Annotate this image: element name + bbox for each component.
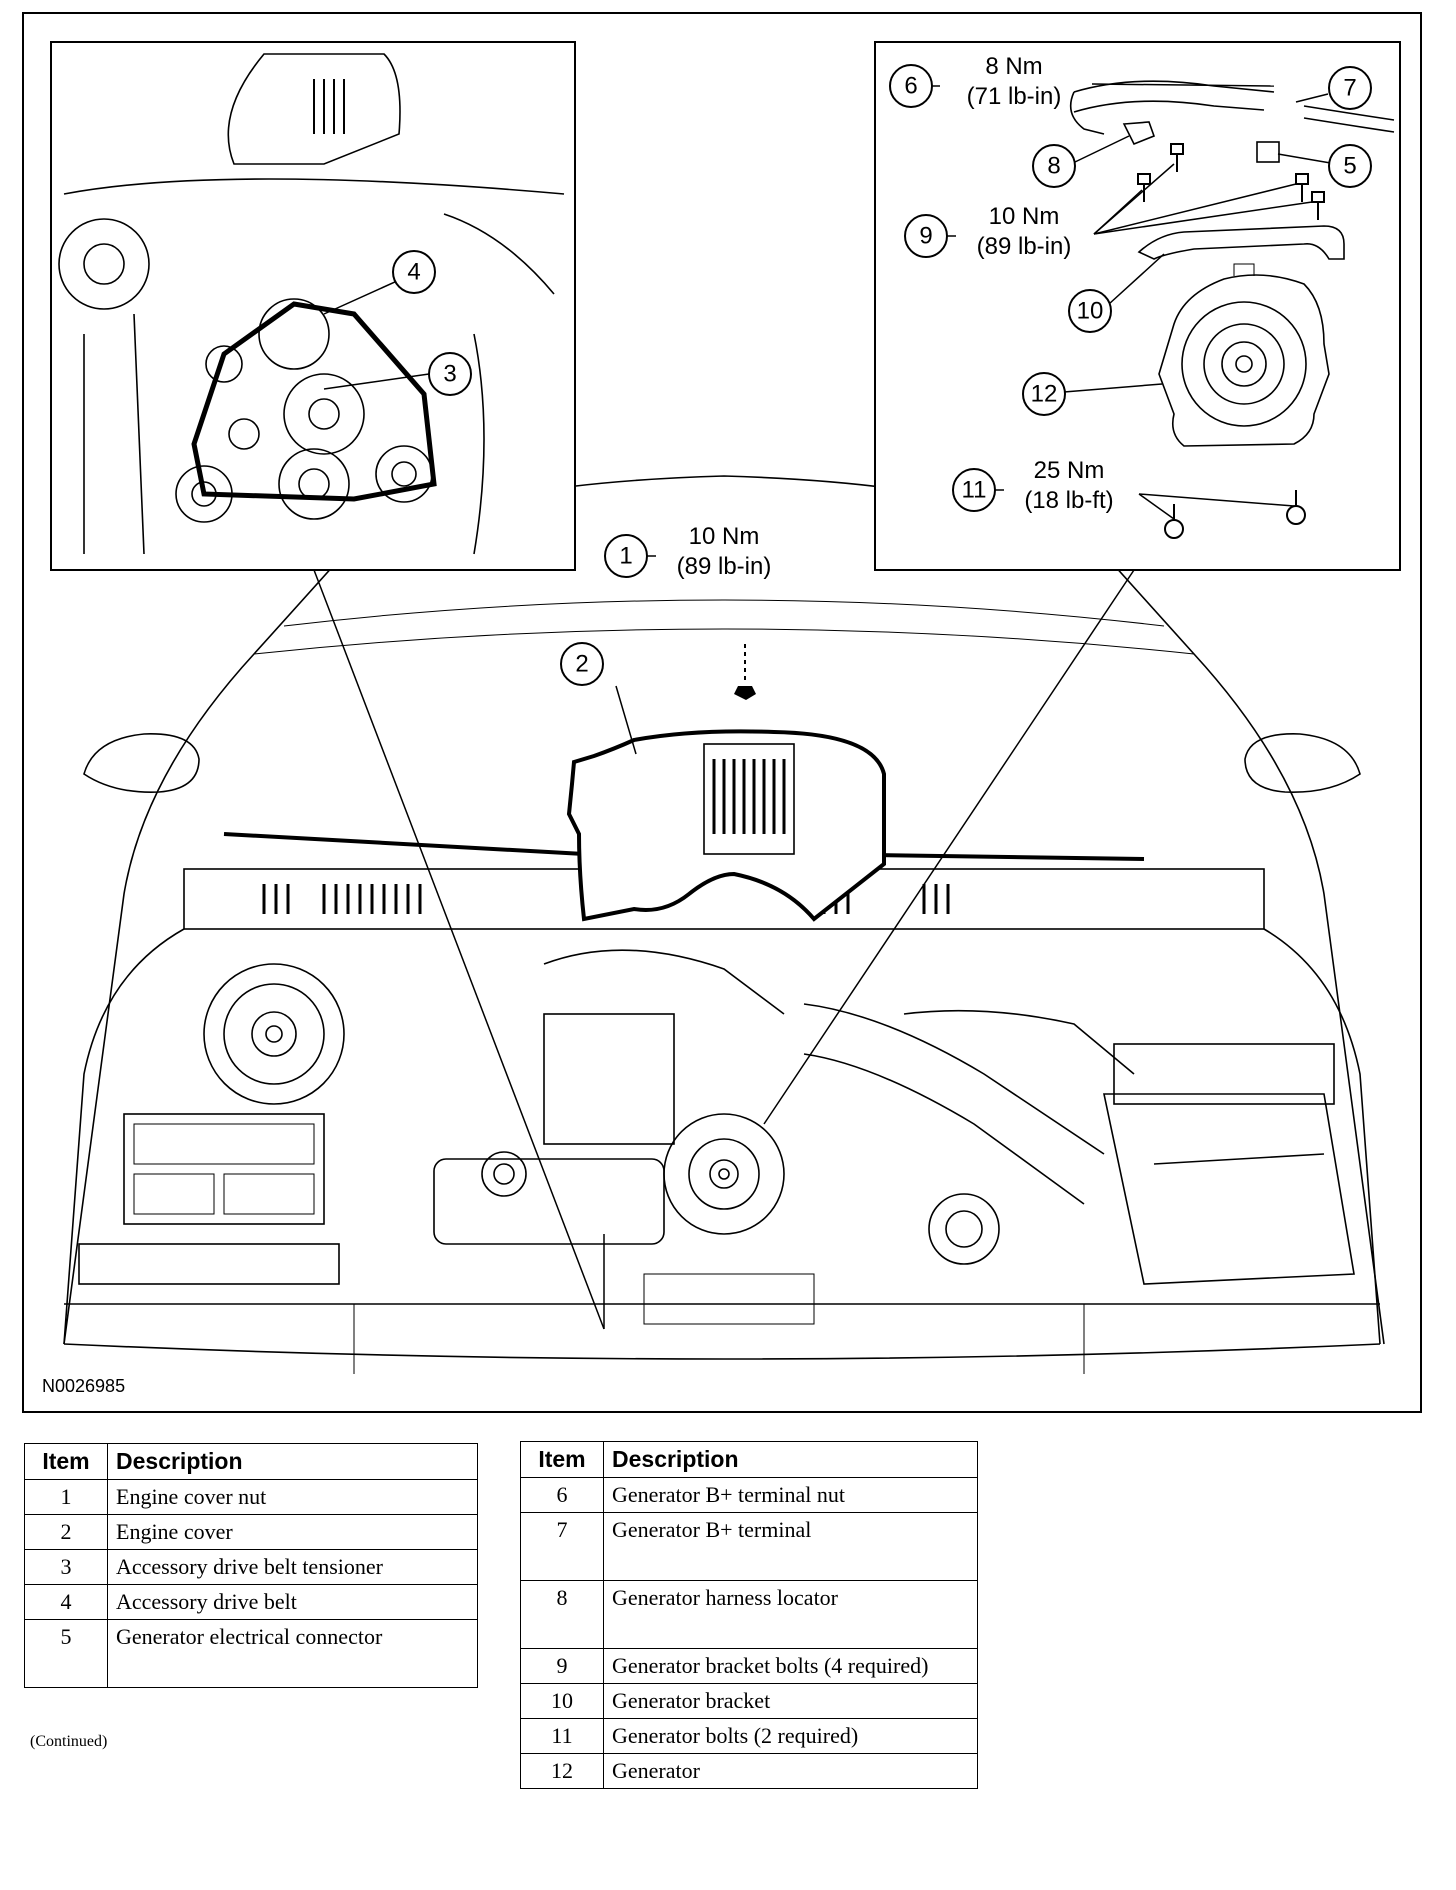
item-description: Generator B+ terminal xyxy=(603,1512,978,1581)
engine-cover-nut-drawing xyxy=(734,644,756,700)
callout-number: 5 xyxy=(1343,153,1356,180)
callout-1: 1 10 Nm (89 lb-in) xyxy=(604,523,772,580)
item-description: Engine cover xyxy=(107,1514,478,1550)
item-number: 10 xyxy=(520,1683,604,1719)
torque-imperial: (71 lb-in) xyxy=(967,83,1062,110)
table-row: 8 Generator harness locator xyxy=(520,1580,978,1649)
table-row: 10 Generator bracket xyxy=(520,1683,978,1719)
item-description: Generator bracket bolts (4 required) xyxy=(603,1648,978,1684)
continued-note: (Continued) xyxy=(30,1733,108,1750)
table-row: 6 Generator B+ terminal nut xyxy=(520,1477,978,1513)
callout-6: 6 8 Nm (71 lb-in) xyxy=(889,53,1062,110)
callout-7: 7 xyxy=(1328,66,1372,110)
torque-imperial: (89 lb-in) xyxy=(677,553,772,580)
callout-5: 5 xyxy=(1328,144,1372,188)
table-row: 3 Accessory drive belt tensioner xyxy=(24,1549,478,1585)
item-description: Generator bolts (2 required) xyxy=(603,1718,978,1754)
engine-cover-drawing xyxy=(566,729,886,922)
table-row: 11 Generator bolts (2 required) xyxy=(520,1718,978,1754)
item-number: 6 xyxy=(520,1477,604,1513)
item-number: 8 xyxy=(520,1580,604,1649)
header-item: Item xyxy=(520,1441,604,1478)
item-number: 2 xyxy=(24,1514,108,1550)
item-number: 7 xyxy=(520,1512,604,1581)
callout-number: 3 xyxy=(443,361,456,388)
item-number: 12 xyxy=(520,1753,604,1789)
item-description: Accessory drive belt xyxy=(107,1584,478,1620)
callout-11: 11 25 Nm (18 lb-ft) xyxy=(952,457,1114,514)
item-description: Accessory drive belt tensioner xyxy=(107,1549,478,1585)
table-row: 9 Generator bracket bolts (4 required) xyxy=(520,1648,978,1684)
table-row: 4 Accessory drive belt xyxy=(24,1584,478,1620)
table-row: 1 Engine cover nut xyxy=(24,1479,478,1515)
item-description: Generator B+ terminal nut xyxy=(603,1477,978,1513)
table-row: 5 Generator electrical connector xyxy=(24,1619,478,1688)
item-number: 9 xyxy=(520,1648,604,1684)
figure-id: N0026985 xyxy=(42,1376,125,1396)
engine-diagram-figure: 1 10 Nm (89 lb-in) 2 3 4 5 6 8 Nm (71 lb… xyxy=(22,12,1422,1413)
item-description: Generator electrical connector xyxy=(107,1619,478,1688)
torque-metric: 10 Nm xyxy=(989,203,1060,230)
accessory-drive-inset xyxy=(50,41,576,571)
callout-8: 8 xyxy=(1032,144,1076,188)
callout-number: 1 xyxy=(619,543,632,570)
item-description: Generator xyxy=(603,1753,978,1789)
callout-12: 12 xyxy=(1022,372,1066,416)
callout-number: 10 xyxy=(1077,298,1104,325)
callout-3: 3 xyxy=(428,352,472,396)
torque-metric: 10 Nm xyxy=(689,523,760,550)
item-description: Generator harness locator xyxy=(603,1580,978,1649)
callout-10: 10 xyxy=(1068,289,1112,333)
item-number: 11 xyxy=(520,1718,604,1754)
callout-number: 2 xyxy=(575,651,588,678)
callout-9: 9 10 Nm (89 lb-in) xyxy=(904,203,1072,260)
legend-table-left: Item Description 1 Engine cover nut 2 En… xyxy=(24,1443,478,1688)
item-number: 3 xyxy=(24,1549,108,1585)
callout-number: 12 xyxy=(1031,381,1058,408)
callout-number: 11 xyxy=(962,477,987,504)
table-row: 12 Generator xyxy=(520,1753,978,1789)
callout-number: 4 xyxy=(407,259,420,286)
table-row: 2 Engine cover xyxy=(24,1514,478,1550)
callout-number: 8 xyxy=(1047,153,1060,180)
callout-4: 4 xyxy=(392,250,436,294)
header-item: Item xyxy=(24,1443,108,1480)
header-description: Description xyxy=(107,1443,478,1480)
vehicle-engine-bay-drawing xyxy=(63,475,1385,1374)
leader-lines xyxy=(313,83,1349,1330)
torque-imperial: (89 lb-in) xyxy=(977,233,1072,260)
item-number: 5 xyxy=(24,1619,108,1688)
torque-imperial: (18 lb-ft) xyxy=(1024,487,1113,514)
table-row: 7 Generator B+ terminal xyxy=(520,1512,978,1581)
item-number: 1 xyxy=(24,1479,108,1515)
torque-metric: 25 Nm xyxy=(1034,457,1105,484)
callout-number: 6 xyxy=(904,73,917,100)
engine-diagram-svg: 1 10 Nm (89 lb-in) 2 3 4 5 6 8 Nm (71 lb… xyxy=(42,41,1401,1396)
item-description: Engine cover nut xyxy=(107,1479,478,1515)
torque-metric: 8 Nm xyxy=(985,53,1042,80)
legend-table-right: Item Description 6 Generator B+ terminal… xyxy=(520,1441,978,1789)
callout-2: 2 xyxy=(560,642,604,686)
callout-number: 7 xyxy=(1343,75,1356,102)
item-number: 4 xyxy=(24,1584,108,1620)
header-description: Description xyxy=(603,1441,978,1478)
callout-number: 9 xyxy=(919,223,932,250)
item-description: Generator bracket xyxy=(603,1683,978,1719)
